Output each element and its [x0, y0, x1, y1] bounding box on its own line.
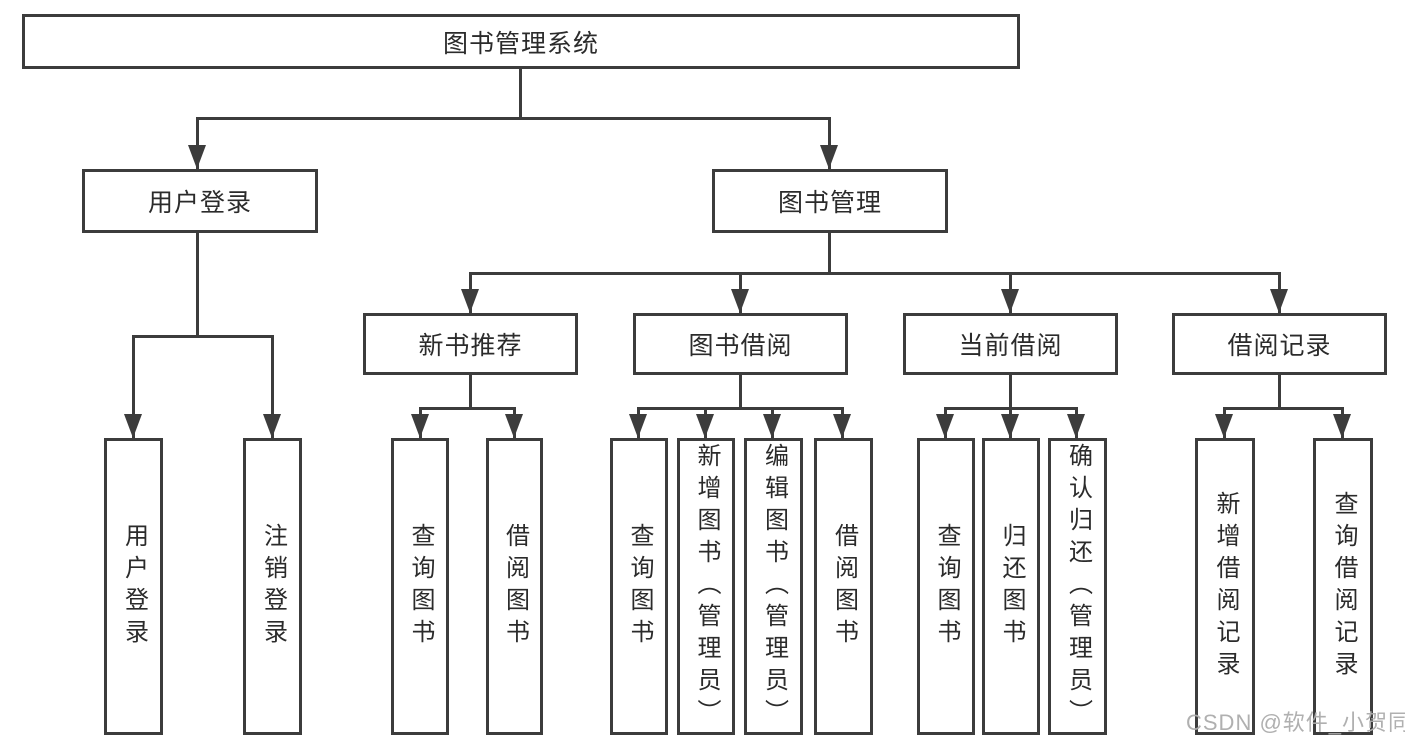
node-current-borrow: 当前借阅 — [903, 313, 1118, 375]
leaf-borrow-books-2: 借阅图书 — [814, 438, 873, 735]
leaf-borrow-books-1: 借阅图书 — [486, 438, 543, 735]
arrowhead-icon — [629, 414, 647, 438]
arrowhead-icon — [411, 414, 429, 438]
leaf-query-books-2: 查询图书 — [610, 438, 668, 735]
leaf-return-books: 归还图书 — [982, 438, 1040, 735]
arrowhead-icon — [1001, 289, 1019, 313]
leaf-add-borrow-record: 新增借阅记录 — [1195, 438, 1255, 735]
connector-line — [196, 117, 199, 169]
leaf-query-books-3: 查询图书 — [917, 438, 975, 735]
connector-line — [132, 335, 135, 438]
watermark: CSDN @软件_小贺同学 — [1186, 710, 1405, 735]
arrowhead-icon — [505, 414, 523, 438]
arrowhead-icon — [833, 414, 851, 438]
node-book-borrow: 图书借阅 — [633, 313, 848, 375]
arrowhead-icon — [820, 145, 838, 169]
connector-line — [519, 69, 522, 117]
leaf-confirm-return-admin: 确认归还（管理员） — [1048, 438, 1107, 735]
arrowhead-icon — [1067, 414, 1085, 438]
connector-line — [1009, 375, 1012, 407]
arrowhead-icon — [124, 414, 142, 438]
arrowhead-icon — [696, 414, 714, 438]
connector-line — [637, 407, 844, 410]
node-root: 图书管理系统 — [22, 14, 1020, 69]
node-book-management: 图书管理 — [712, 169, 948, 233]
arrowhead-icon — [263, 414, 281, 438]
connector-line — [469, 272, 1281, 275]
leaf-query-books-1: 查询图书 — [391, 438, 449, 735]
arrowhead-icon — [731, 289, 749, 313]
connector-line — [196, 117, 831, 120]
connector-line — [132, 335, 274, 338]
arrowhead-icon — [1215, 414, 1233, 438]
connector-line — [1223, 407, 1344, 410]
connector-line — [196, 233, 199, 335]
connector-line — [828, 117, 831, 169]
connector-line — [739, 375, 742, 407]
leaf-edit-books-admin: 编辑图书（管理员） — [744, 438, 803, 735]
arrowhead-icon — [936, 414, 954, 438]
node-borrow-records: 借阅记录 — [1172, 313, 1387, 375]
arrowhead-icon — [188, 145, 206, 169]
node-new-book-recommend: 新书推荐 — [363, 313, 578, 375]
node-user-login: 用户登录 — [82, 169, 318, 233]
leaf-user-login: 用户登录 — [104, 438, 163, 735]
leaf-logout: 注销登录 — [243, 438, 302, 735]
connector-line — [419, 407, 516, 410]
leaf-query-borrow-record: 查询借阅记录 — [1313, 438, 1373, 735]
connector-line — [271, 335, 274, 438]
leaf-add-books-admin: 新增图书（管理员） — [677, 438, 735, 735]
arrowhead-icon — [1270, 289, 1288, 313]
arrowhead-icon — [763, 414, 781, 438]
connector-line — [1278, 375, 1281, 407]
arrowhead-icon — [1001, 414, 1019, 438]
arrowhead-icon — [1333, 414, 1351, 438]
arrowhead-icon — [461, 289, 479, 313]
connector-line — [469, 375, 472, 407]
connector-line — [828, 233, 831, 272]
